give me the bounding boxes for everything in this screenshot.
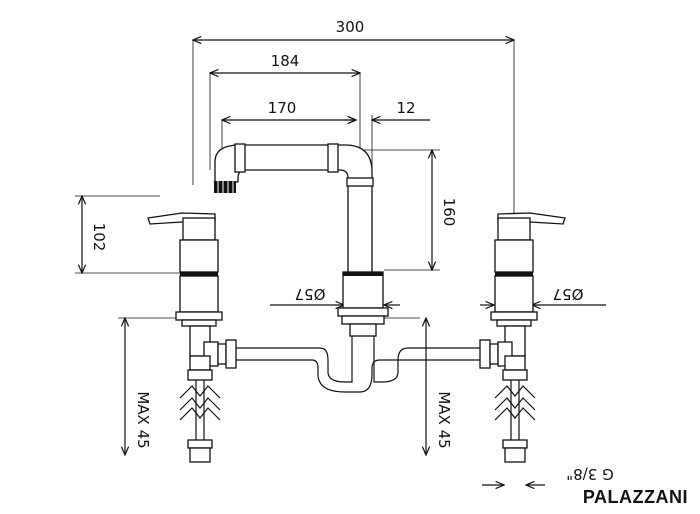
dim-handle-height: 102 [75,196,185,273]
spout-base [342,271,384,309]
connecting-pipes [203,336,513,393]
dim-thread: G 3/8" [482,465,614,485]
dim-spout-offset: 12 [344,99,430,200]
right-supply-hose [494,355,536,463]
dim-handle-height-label: 102 [90,223,108,252]
dim-max-left: MAX 45 [118,318,190,455]
dim-spout-reach: 184 [210,52,360,170]
brand-logo: PALAZZANI [582,487,688,507]
dim-thread-label: G 3/8" [566,465,613,483]
dim-spout-inner: 170 [222,99,356,150]
dim-spout-offset-label: 12 [396,99,415,117]
dim-max-right: MAX 45 [380,318,453,455]
dim-overall-width-label: 300 [336,18,365,36]
dim-max-left-label: MAX 45 [134,391,152,448]
dim-spout-height-label: 160 [440,198,458,227]
spout-collar-right [327,143,339,173]
aerator [214,181,236,193]
right-handle [490,212,566,357]
left-handle [147,212,223,357]
spout-collar-vertical [346,177,374,187]
dim-overall-width: 300 [193,18,514,218]
left-supply-hose [179,355,221,463]
dim-spout-reach-label: 184 [271,52,300,70]
spout-collar-left [234,143,246,173]
dim-handle-diameter: Ø57 [480,285,606,305]
dim-spout-inner-label: 170 [268,99,297,117]
dim-spout-diameter-label: Ø57 [295,285,326,303]
dim-max-right-label: MAX 45 [435,391,453,448]
dim-spout-diameter: Ø57 [270,285,400,305]
spout [214,143,389,337]
dim-handle-diameter-label: Ø57 [553,285,584,303]
dim-spout-height: 160 [362,150,458,270]
